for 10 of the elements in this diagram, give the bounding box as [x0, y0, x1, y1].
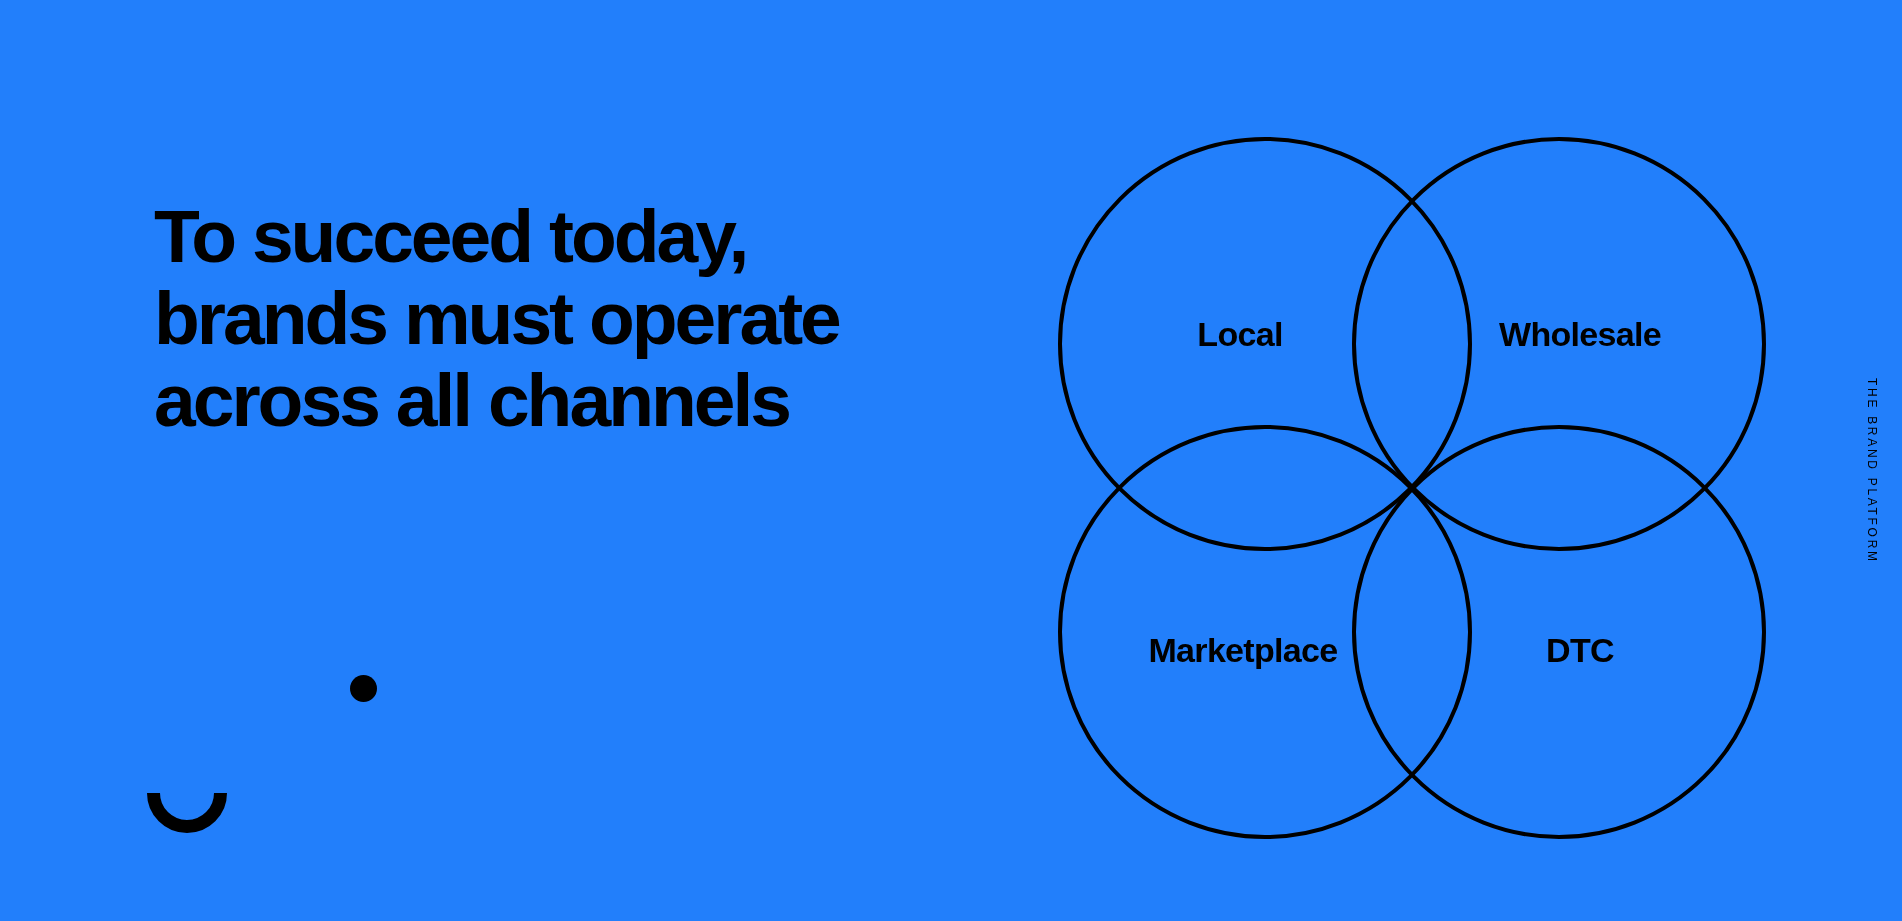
circle-label: Local: [1197, 317, 1283, 351]
heading: To succeed today, brands must operate across all channels: [154, 195, 840, 441]
venn-circle: [1352, 425, 1766, 839]
circle-label: Wholesale: [1499, 317, 1661, 351]
circle-label: DTC: [1546, 633, 1614, 667]
venn-circle: [1058, 425, 1472, 839]
circle-label: Marketplace: [1148, 633, 1338, 667]
venn-circle: [1058, 137, 1472, 551]
venn-circle: [1352, 137, 1766, 551]
vertical-caption: THE BRAND PLATFORM: [1866, 378, 1878, 564]
